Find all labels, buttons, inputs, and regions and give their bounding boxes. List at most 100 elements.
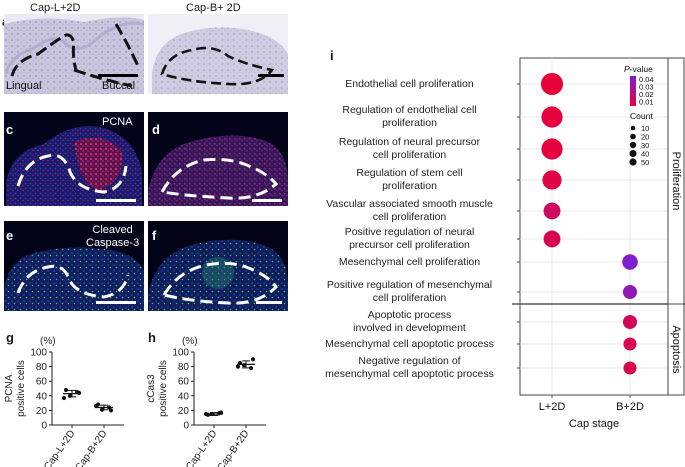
go-term-line1: Regulation of stem cell [356,167,463,179]
x-tick-label: L+2D [539,401,566,413]
x-tick-label: Cap-B+2D [216,428,252,467]
y-tick-label: 0 [41,421,47,432]
go-term-line1: Regulation of neural precursor [338,136,481,148]
plot-frame [519,57,669,396]
panel-letter-f: f [152,228,157,243]
y-tick-label: 20 [36,406,48,417]
enrichment-bubble [623,337,637,351]
enrichment-bubble [541,138,563,160]
go-term-line1: Regulation of endothelial cell [342,104,477,116]
go-term-line1: Endothelial cell proliferation [345,77,474,90]
legend-count-dot [630,133,636,140]
histology-image-a [4,14,144,94]
go-term-label: Mesenchymal cell apoptotic process [307,338,512,351]
legend-count-tick: 20 [641,133,649,142]
unit-label: (%) [40,336,56,347]
stain-label-line1: Cleaved [92,224,133,236]
legend-count-dot [629,141,637,149]
data-point [248,365,254,371]
y-tick-label: 80 [36,362,48,373]
go-term-line1: Apoptotic process [367,309,452,321]
go-term-line1: Positive regulation of mesenchymal [326,279,493,291]
stain-label-pcna: PCNA [102,116,133,128]
legend-pvalue-tick: 0.03 [639,83,654,92]
column-title-cap-b: Cap-B+ 2D [186,2,241,14]
go-term-label: Mesenchymal cell proliferation [307,256,512,269]
go-term-line2: proliferation [382,180,437,192]
x-tick-label: Cap-L+2D [184,428,219,467]
x-tick-label: Cap-B+2D [74,428,110,467]
y-tick-label: 100 [172,348,189,359]
enrichment-bubble [543,202,561,220]
histology-image-b [148,14,288,94]
go-term-line1: Negative regulation of [358,355,461,367]
panel-letter-c: c [6,122,14,137]
enrichment-bubble [542,170,562,190]
fluorescence-image-e [4,221,144,311]
scale-bar-d [252,199,282,202]
legend-count-tick: 40 [641,150,649,159]
y-tick-label: 40 [36,391,48,402]
y-tick-label: 60 [178,377,190,388]
go-term-line2: precursor cell proliferation [349,239,470,251]
y-axis-label-line1: cCas3 [146,374,157,403]
label-buccal: Buccal [102,80,136,92]
data-point [108,408,114,413]
unit-label: (%) [182,336,198,347]
panel-letter-e: e [6,228,14,243]
legend-pvalue-title: P-value [624,64,653,74]
go-term-line2: mesenchymal cell apoptotic process [325,368,494,380]
scale-bar-a [98,74,138,77]
y-axis-label-line1: PCNA [4,374,15,402]
go-term-line2: proliferation [382,117,437,129]
group-label-apoptosis: Apoptosis [670,325,682,374]
scale-bar-b [258,74,284,77]
scale-bar-c [96,199,136,202]
legend-count-dot [629,158,637,166]
go-term-line2: involved in development [353,322,466,334]
y-tick-label: 20 [178,406,190,417]
data-point [76,390,82,395]
group-label-proliferation: Proliferation [670,152,682,211]
enrichment-bubble [543,230,561,248]
fluorescence-image-c [4,112,144,206]
legend-colorbar [630,76,636,106]
enrichment-bubble [623,361,637,375]
legend-count-tick: 50 [641,158,649,167]
legend-pvalue-tick: 0.02 [639,90,654,99]
go-term-line2: cell proliferation [372,292,447,304]
legend-count-tick: 10 [641,124,649,133]
y-axis-label-line2: positive cells [16,360,27,417]
legend-pvalue-tick: 0.01 [639,98,654,107]
y-tick-label: 60 [36,377,48,388]
panel-letter-g: g [6,330,14,345]
legend-count-title: Count [630,111,653,121]
legend-pvalue-tick: 0.04 [639,75,654,84]
go-term-line2: cell proliferation [372,211,447,223]
y-tick-label: 0 [183,421,189,432]
panel-letter-i: i [330,48,334,63]
label-lingual: Lingual [6,80,42,92]
y-axis-label-line2: positive cells [158,360,169,417]
stain-label-line2: Caspase-3 [86,237,140,249]
data-point [235,364,241,369]
legend-count-dot [629,149,637,158]
enrichment-bubble [622,284,638,300]
enrichment-bubble [541,106,563,128]
data-point [241,363,247,368]
go-term-line1: Mesenchymal cell apoptotic process [325,337,494,350]
go-term-line2: cell proliferation [372,149,447,161]
scale-bar-e [96,301,136,304]
y-tick-label: 80 [178,362,190,373]
